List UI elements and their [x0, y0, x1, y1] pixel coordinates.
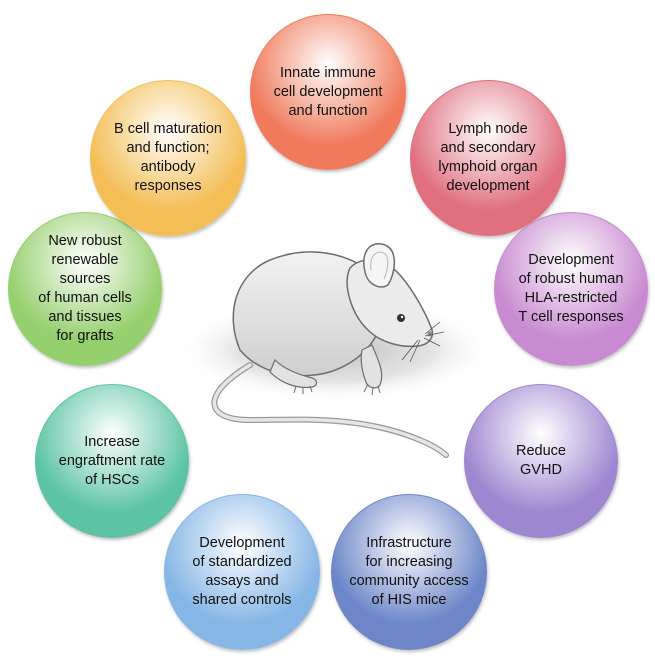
goal-lymph-node: Lymph node and secondary lymphoid organ …: [410, 80, 566, 236]
goal-renewable-sources-label: New robust renewable sources of human ce…: [38, 233, 132, 344]
goal-b-cell: B cell maturation and function; antibody…: [90, 80, 246, 236]
goal-innate-immune: Innate immune cell development and funct…: [250, 14, 406, 170]
goal-renewable-sources: New robust renewable sources of human ce…: [8, 212, 162, 366]
goal-infrastructure-label: Infrastructure for increasing community …: [349, 535, 469, 608]
goal-t-cell: Development of robust human HLA-restrict…: [494, 212, 648, 366]
mouse-nose: [427, 331, 433, 337]
mouse-eye: [397, 314, 405, 322]
mouse-front-paw: [360, 344, 383, 389]
mouse-whiskers: [401, 321, 445, 363]
goal-t-cell-label: Development of robust human HLA-restrict…: [518, 252, 624, 325]
goal-hsc-engraftment-label: Increase engraftment rate of HSCs: [58, 433, 166, 488]
goal-b-cell-label: B cell maturation and function; antibody…: [114, 121, 222, 194]
goal-reduce-gvhd-label: Reduce GVHD: [516, 443, 566, 478]
mouse-ear: [363, 243, 396, 288]
goal-lymph-node-label: Lymph node and secondary lymphoid organ …: [438, 121, 538, 194]
goal-reduce-gvhd: Reduce GVHD: [464, 384, 618, 538]
goal-hsc-engraftment: Increase engraftment rate of HSCs: [35, 384, 189, 538]
mouse-hind-paw: [269, 358, 318, 389]
goal-standardized-assays-label: Development of standardized assays and s…: [192, 535, 292, 608]
goal-infrastructure: Infrastructure for increasing community …: [331, 494, 487, 650]
goal-standardized-assays: Development of standardized assays and s…: [164, 494, 320, 650]
goal-innate-immune-label: Innate immune cell development and funct…: [273, 64, 383, 119]
